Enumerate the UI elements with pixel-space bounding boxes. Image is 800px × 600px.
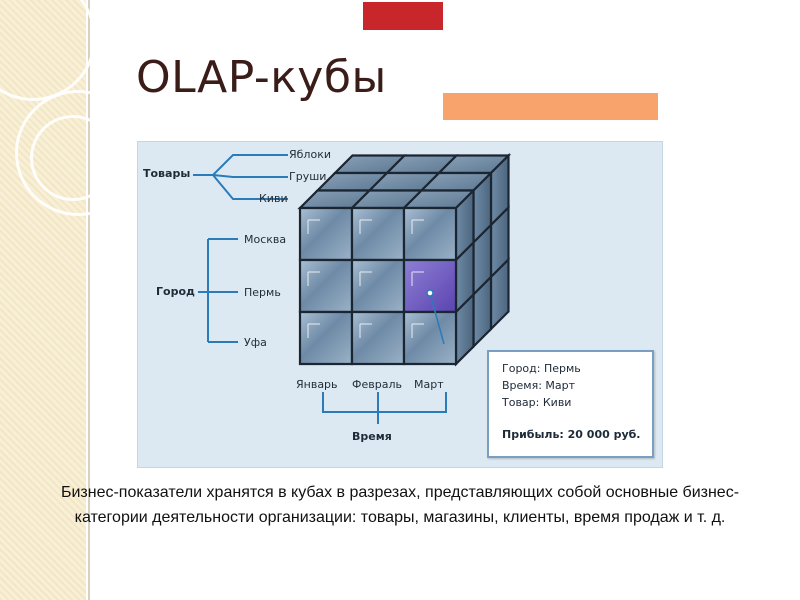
city-label: Уфа bbox=[244, 336, 267, 349]
cube-cell-highlight bbox=[359, 323, 372, 338]
slide-caption: Бизнес-показатели хранятся в кубах в раз… bbox=[60, 484, 740, 526]
info-city: Город: Пермь bbox=[502, 362, 581, 375]
side-divider bbox=[88, 0, 90, 600]
slide-title: OLAP-кубы bbox=[136, 52, 387, 103]
cube-cell-highlight bbox=[307, 323, 320, 338]
info-product: Товар: Киви bbox=[502, 396, 572, 409]
product-label: Яблоки bbox=[289, 148, 331, 161]
accent-bar-orange bbox=[443, 93, 658, 120]
decor-ring bbox=[30, 115, 116, 201]
olap-cube-diagram: Товары Яблоки Груши Киви Город Москва Пе… bbox=[137, 141, 663, 468]
dimension-time-label: Время bbox=[352, 430, 392, 443]
dimension-city-label: Город bbox=[156, 285, 195, 298]
month-label: Февраль bbox=[352, 378, 402, 391]
info-profit: Прибыль: 20 000 руб. bbox=[502, 428, 641, 441]
cube-body bbox=[297, 152, 512, 367]
cube-cell-highlight bbox=[307, 271, 320, 286]
product-label: Киви bbox=[259, 192, 288, 205]
cell-info-box: Город: Пермь Время: Март Товар: Киви При… bbox=[487, 350, 654, 458]
city-label: Москва bbox=[244, 233, 287, 246]
cube-cell-highlight bbox=[307, 219, 320, 234]
cube-cell-highlight bbox=[411, 271, 424, 286]
cube-cell-highlight bbox=[359, 271, 372, 286]
cube-illustration bbox=[193, 152, 512, 424]
cube-cell-highlight bbox=[411, 323, 424, 338]
product-label: Груши bbox=[289, 170, 327, 183]
cube-cell-highlight bbox=[411, 219, 424, 234]
cube-cell-highlight bbox=[359, 219, 372, 234]
accent-bar-red bbox=[363, 2, 443, 30]
callout-dot bbox=[426, 289, 434, 297]
dimension-products-label: Товары bbox=[143, 167, 191, 180]
city-label: Пермь bbox=[244, 286, 281, 299]
cube-front-cell bbox=[402, 310, 458, 366]
dimension-connectors bbox=[193, 154, 447, 424]
info-time: Время: Март bbox=[502, 379, 576, 392]
month-label: Март bbox=[414, 378, 444, 391]
callout-pointer bbox=[429, 292, 445, 345]
month-label: Январь bbox=[296, 378, 338, 391]
